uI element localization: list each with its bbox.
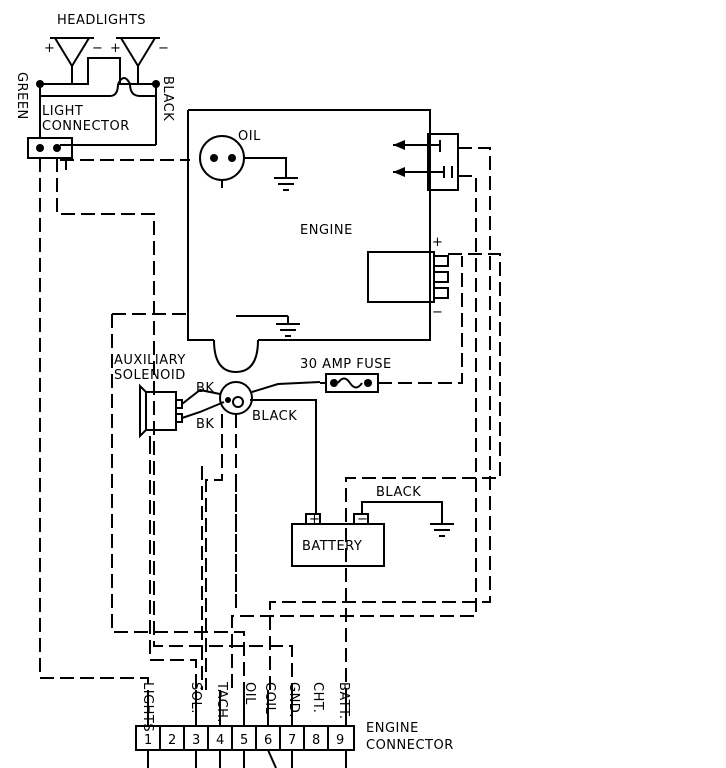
fuse: 30 AMP FUSE <box>300 357 392 393</box>
pin-8: 8 <box>312 733 321 748</box>
pin-9: 9 <box>336 733 345 748</box>
light-connector-label-2: CONNECTOR <box>42 119 130 134</box>
bk-upper-label: BK <box>196 381 214 396</box>
pin-4: 4 <box>216 733 225 748</box>
battery: + − BATTERY BLACK <box>291 400 443 567</box>
pin-label-batt: BATT. <box>336 682 351 720</box>
black-ground-label: BLACK <box>376 485 421 500</box>
pin-5: 5 <box>240 733 249 748</box>
alternator-plus: + <box>432 235 443 250</box>
pin-7: 7 <box>288 733 297 748</box>
light-connector-label-1: LIGHT <box>42 104 83 119</box>
pin-labels: LIGHTS SOL. TACH. OIL COIL GND. CHT. BAT… <box>140 681 351 732</box>
pin-label-tach: TACH. <box>214 681 229 723</box>
engine-label: ENGINE <box>300 223 353 238</box>
minus-sign-hl-right: − <box>158 41 169 56</box>
headlight-wiring <box>36 57 160 146</box>
auxiliary-solenoid: BK BK <box>139 381 225 439</box>
black-wire-label: BLACK <box>252 409 297 424</box>
battery-minus: − <box>357 512 368 527</box>
bk-lower-label: BK <box>196 417 214 432</box>
green-label: GREEN <box>14 72 29 120</box>
oil-sender: OIL <box>199 129 287 181</box>
battery-plus: + <box>309 512 320 527</box>
fuse-label: 30 AMP FUSE <box>300 357 392 372</box>
engine-connector-label-2: CONNECTOR <box>366 738 454 753</box>
ground-symbol-oil <box>274 177 298 191</box>
auxiliary-solenoid-label-2: SOLENOID <box>114 368 186 383</box>
plus-sign-hl-left: + <box>44 41 55 56</box>
plus-sign-hl-right: + <box>110 41 121 56</box>
alternator-minus: − <box>432 305 443 320</box>
oil-label: OIL <box>238 129 261 144</box>
headlight-right: + − <box>110 37 169 72</box>
pin-label-cht: CHT. <box>310 682 325 713</box>
engine-block: ENGINE <box>187 109 431 374</box>
minus-sign-hl-left: − <box>92 41 103 56</box>
pin-label-oil: OIL <box>242 682 257 705</box>
headlight-left: + − <box>44 37 103 72</box>
pin-label-gnd: GND. <box>286 682 301 718</box>
pin-label-coil: COIL <box>262 682 277 715</box>
alternator: + − <box>367 235 449 320</box>
auxiliary-solenoid-label-1: AUXILIARY <box>114 353 186 368</box>
engine-connector-label-1: ENGINE <box>366 721 419 736</box>
black-vertical-label: BLACK <box>160 76 175 121</box>
ground-symbol-engine <box>236 315 300 337</box>
harness-wires <box>39 147 501 690</box>
pin-2: 2 <box>168 733 177 748</box>
pin-1: 1 <box>144 733 153 748</box>
pin-6: 6 <box>264 733 273 748</box>
engine-connector: 1 2 3 4 5 6 7 8 9 ENGINE CONNECTOR <box>135 690 454 768</box>
tach-pickup <box>393 133 459 191</box>
pin-3: 3 <box>192 733 201 748</box>
ground-symbol-battery <box>430 523 454 537</box>
headlights-label: HEADLIGHTS <box>57 13 146 28</box>
battery-label: BATTERY <box>302 539 362 554</box>
light-connector: LIGHT CONNECTOR <box>27 96 130 159</box>
